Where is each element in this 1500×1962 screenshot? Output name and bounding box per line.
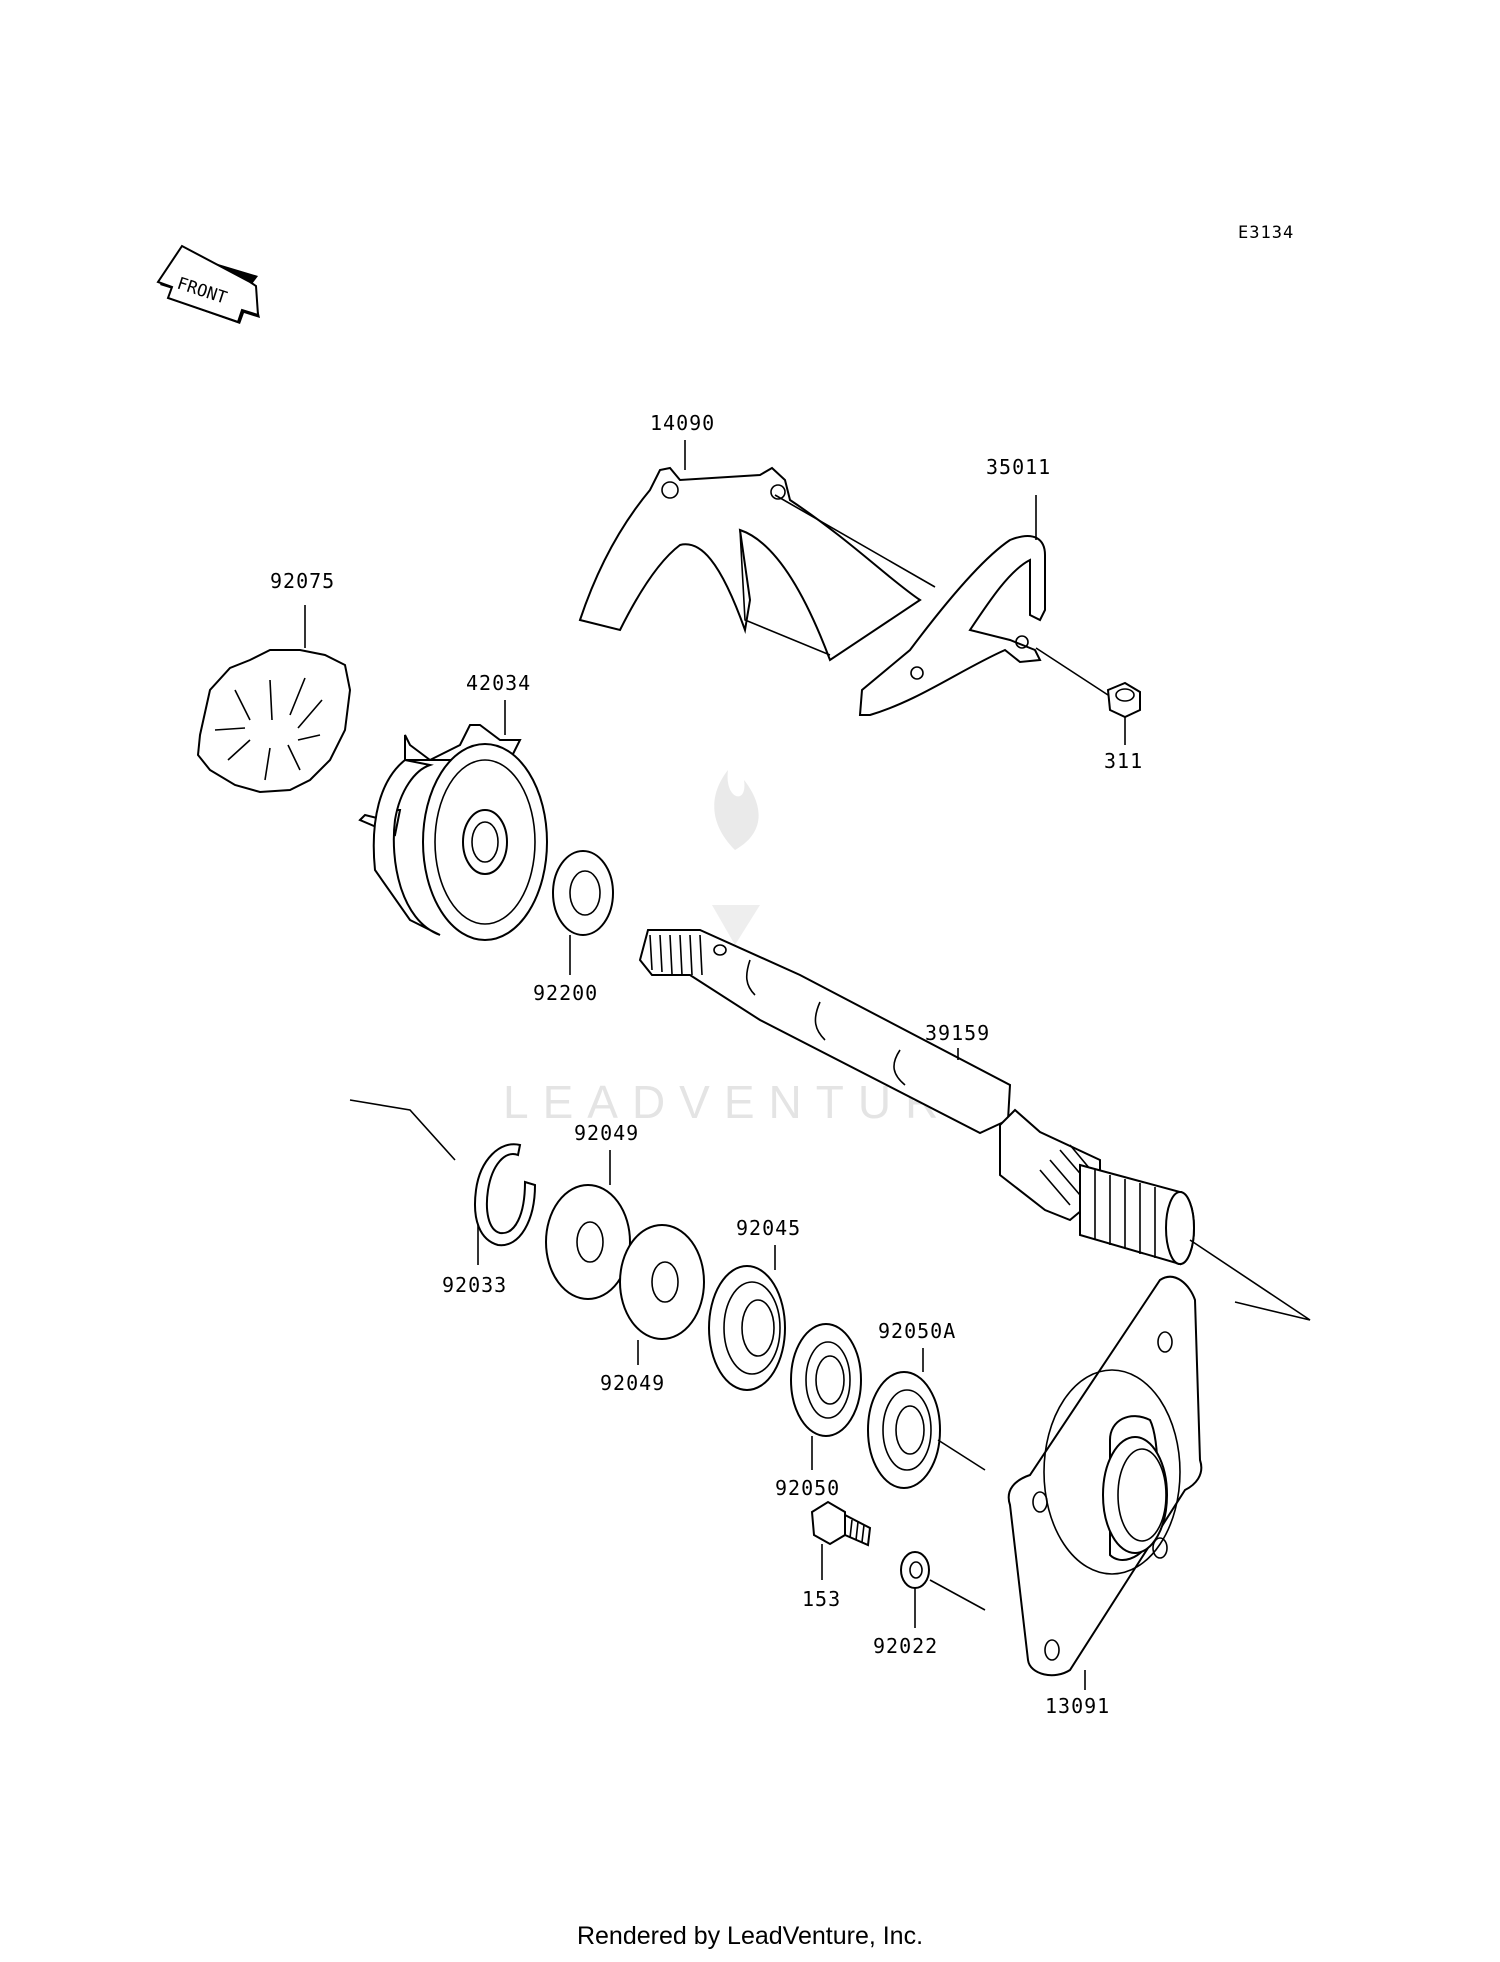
label-92200[interactable]: 92200 — [533, 981, 598, 1005]
part-35011-bracket — [858, 535, 1046, 716]
part-92050-seal — [790, 1323, 862, 1437]
part-13091-housing — [1007, 1275, 1203, 1677]
label-92050[interactable]: 92050 — [775, 1476, 840, 1500]
part-39159-shaft — [638, 929, 1195, 1266]
part-92049-washer-a — [545, 1184, 631, 1300]
label-92022[interactable]: 92022 — [873, 1634, 938, 1658]
diagram-id: E3134 — [1238, 223, 1294, 243]
part-311-nut — [1106, 681, 1141, 719]
label-13091[interactable]: 13091 — [1045, 1694, 1110, 1718]
label-92050A[interactable]: 92050A — [878, 1319, 956, 1343]
label-39159[interactable]: 39159 — [925, 1021, 990, 1045]
leader-lines — [304, 440, 1126, 1690]
shaft-axis-line — [1189, 1239, 1311, 1321]
label-92075[interactable]: 92075 — [270, 569, 335, 593]
front-arrow-icon: FRONT — [156, 244, 260, 324]
part-92200-washer — [552, 850, 614, 936]
ring-axis-line — [349, 1099, 456, 1161]
label-92033[interactable]: 92033 — [442, 1273, 507, 1297]
label-153[interactable]: 153 — [802, 1587, 841, 1611]
label-92049-b[interactable]: 92049 — [600, 1371, 665, 1395]
part-153-fitting — [810, 1500, 872, 1547]
label-42034[interactable]: 42034 — [466, 671, 531, 695]
label-14090[interactable]: 14090 — [650, 411, 715, 435]
label-92045[interactable]: 92045 — [736, 1216, 801, 1240]
part-92045-bearing — [708, 1265, 786, 1391]
label-92049-a[interactable]: 92049 — [574, 1121, 639, 1145]
part-42034-coupling — [358, 724, 548, 941]
washer-leader-line — [929, 1579, 986, 1611]
label-35011[interactable]: 35011 — [986, 455, 1051, 479]
part-14090-cover — [578, 466, 922, 662]
seal-leader-line — [937, 1439, 986, 1471]
label-311[interactable]: 311 — [1104, 749, 1143, 773]
part-92022-washer — [900, 1551, 930, 1589]
part-92033-circlip — [474, 1143, 537, 1247]
part-92049-washer-b — [619, 1224, 705, 1340]
footer-credit: Rendered by LeadVenture, Inc. — [576, 1922, 924, 1950]
part-92075-damper — [196, 649, 352, 794]
part-92050A-seal — [867, 1371, 941, 1489]
